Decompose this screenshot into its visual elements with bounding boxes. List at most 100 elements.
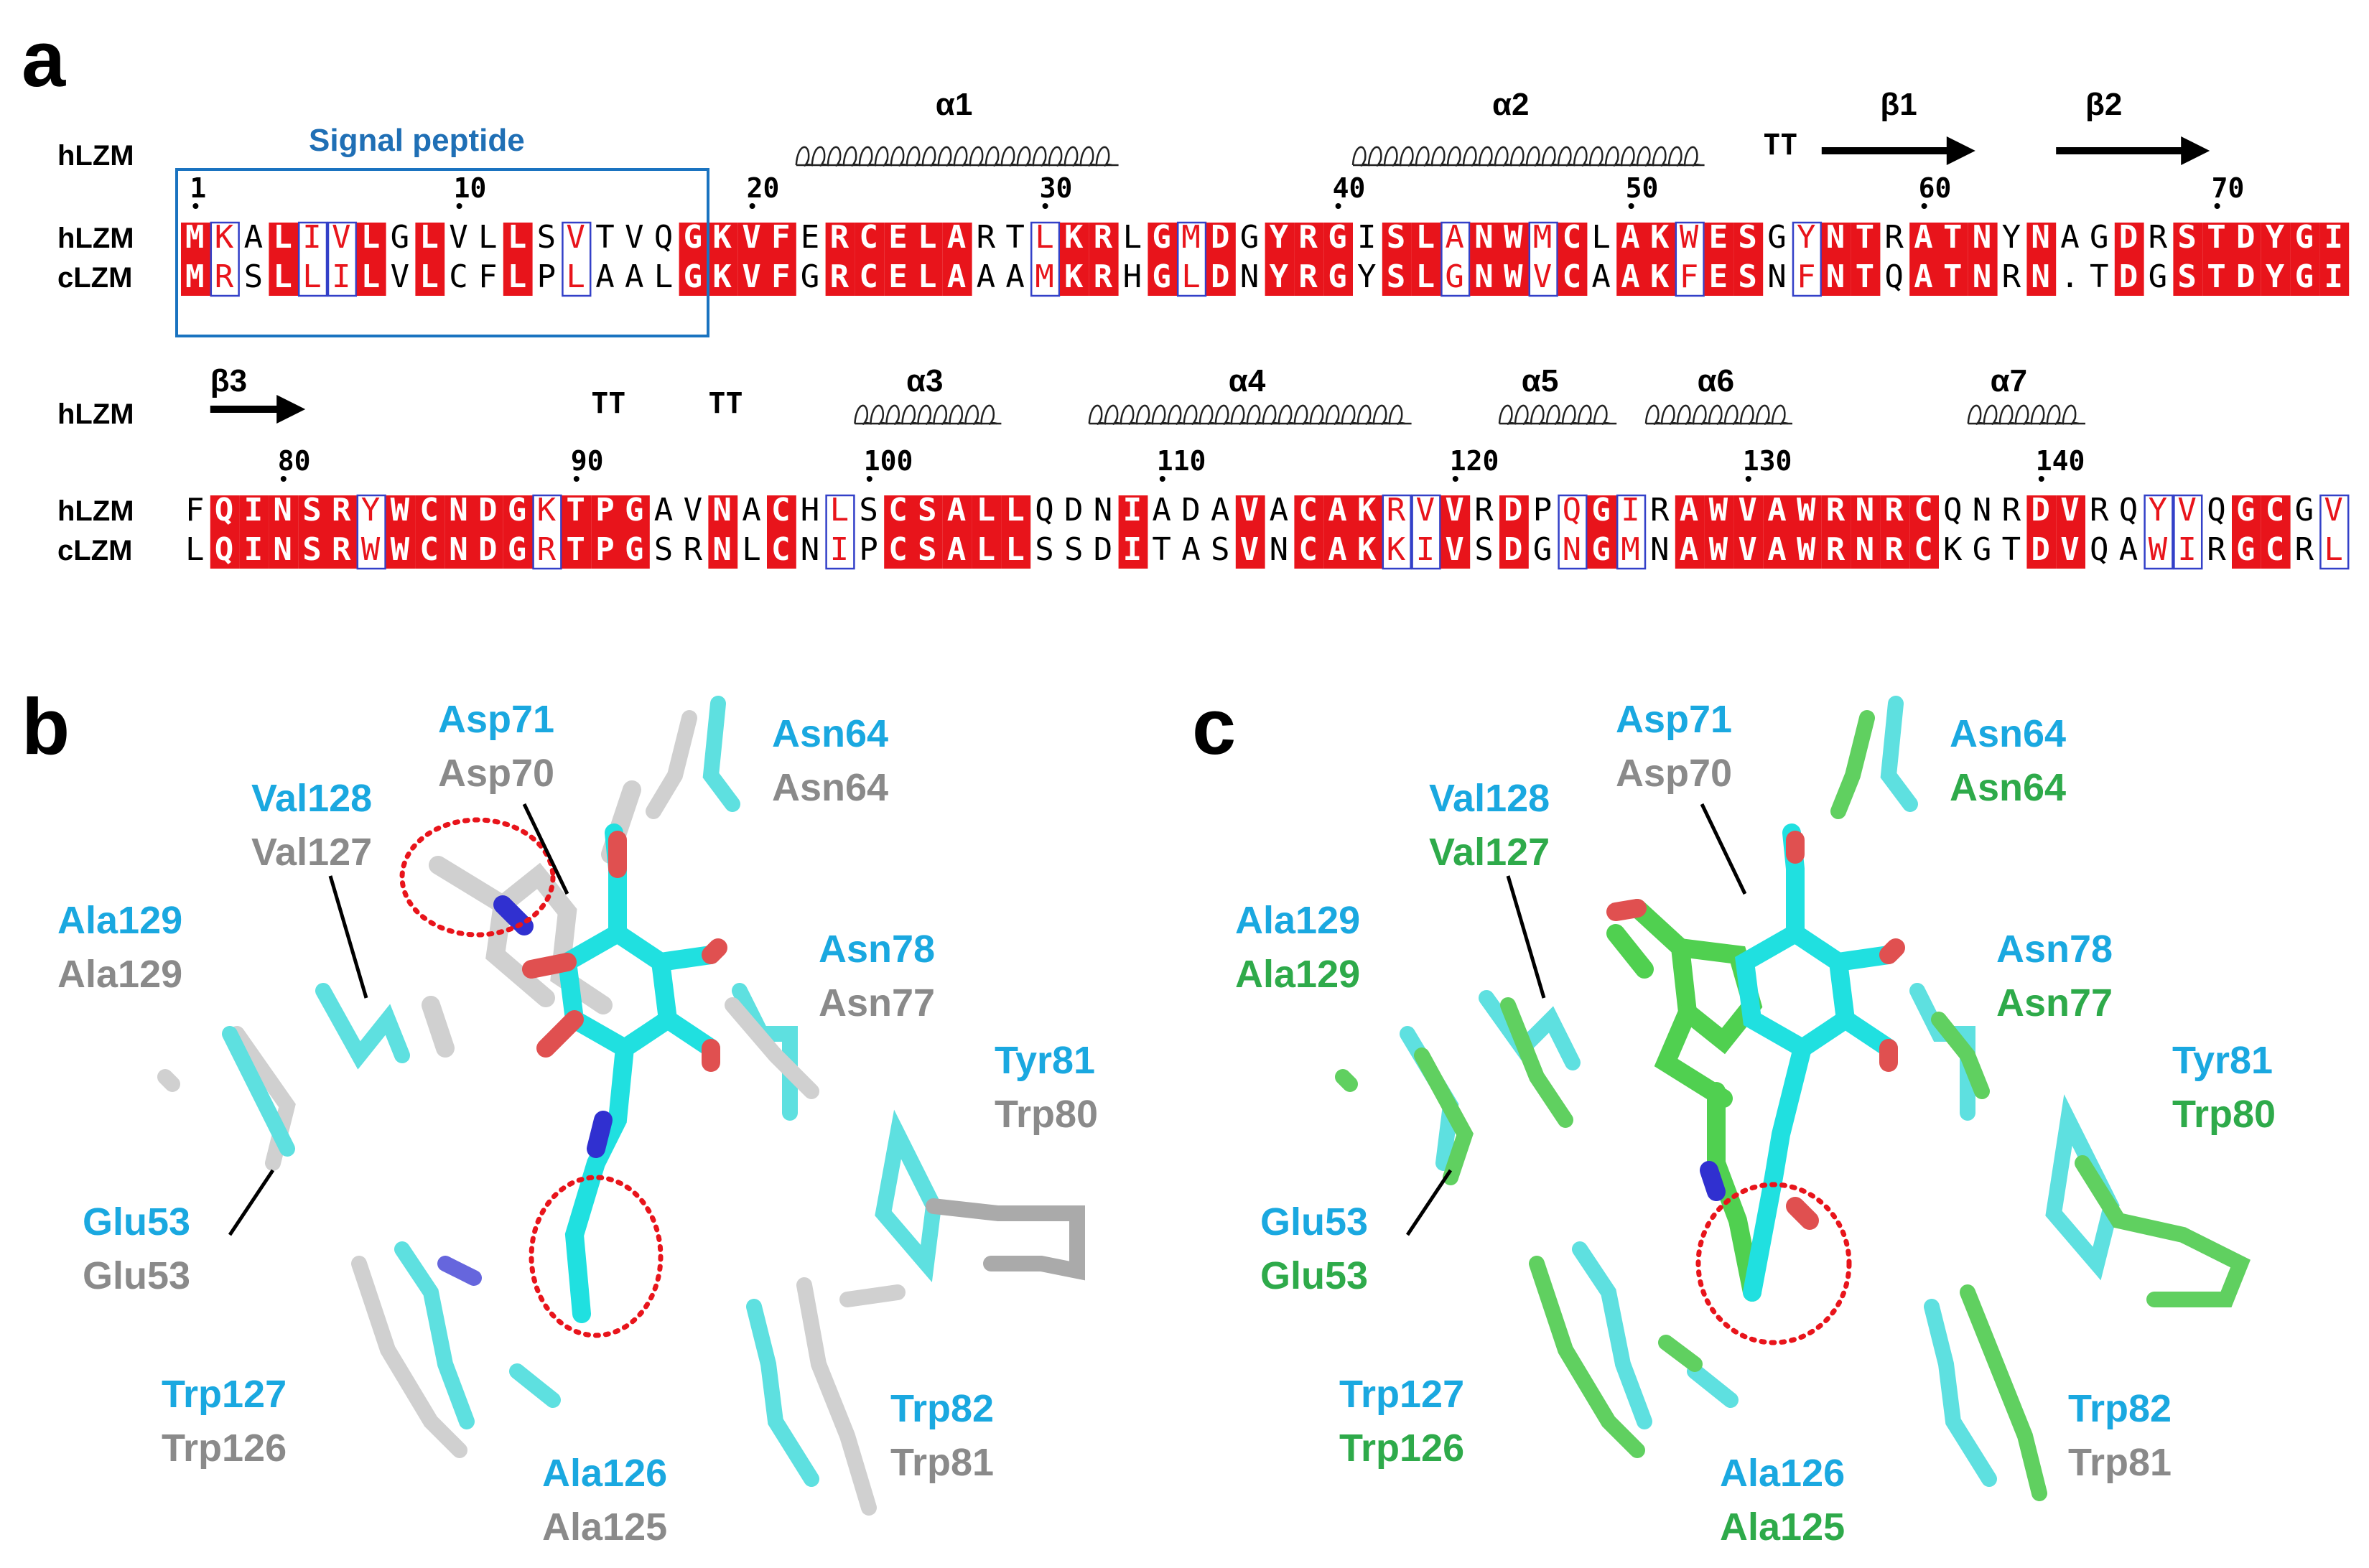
residue: T (1005, 219, 1025, 256)
residue: C (888, 531, 908, 568)
identity-cell (1909, 495, 1939, 569)
residue: I (302, 219, 322, 256)
helix-glyph (1498, 404, 1611, 425)
helix-glyph (1644, 404, 1789, 425)
residue: G (684, 219, 703, 256)
residue: L (742, 531, 761, 568)
residue: W (2149, 531, 2168, 568)
strand-label: β2 (2085, 87, 2122, 122)
similarity-cell (1176, 221, 1207, 297)
identity-cell (1616, 223, 1646, 296)
position-dot (1159, 476, 1165, 482)
residue: V (2324, 492, 2343, 528)
strand-arrow-head (2181, 136, 2210, 165)
residue: L (830, 492, 850, 528)
identity-cell (210, 495, 240, 569)
similarity-cell (2319, 494, 2350, 570)
residue: L (918, 258, 937, 295)
residue: K (1650, 219, 1670, 256)
residue: D (2031, 492, 2050, 528)
residue: K (712, 258, 732, 295)
identity-cell (1323, 495, 1353, 569)
residue: C (419, 492, 439, 528)
identity-cell (1411, 223, 1441, 296)
leader-line-val-c (1506, 875, 1546, 999)
residue: Y (1797, 219, 1816, 256)
residue: E (1709, 219, 1728, 256)
residue: V (449, 219, 468, 256)
similarity-cell (327, 221, 358, 297)
similarity-cell (297, 221, 328, 297)
identity-cell (327, 495, 357, 569)
residue: C (771, 531, 791, 568)
residue: N (801, 531, 820, 568)
residue: E (1709, 258, 1728, 295)
residue: A (1152, 492, 1171, 528)
residue: V (332, 219, 351, 256)
helix-label: α5 (1522, 363, 1559, 398)
highlight-circle-bottom-b (529, 1175, 664, 1338)
residue: S (654, 531, 674, 568)
residue: M (185, 219, 205, 256)
identity-cell (1294, 495, 1324, 569)
residue: L (2324, 531, 2343, 568)
residue: H (801, 492, 820, 528)
residue: P (595, 531, 615, 568)
residue: S (1387, 219, 1406, 256)
residue: F (771, 219, 791, 256)
residue: C (859, 258, 878, 295)
identity-cell (942, 223, 972, 296)
position-dot (2214, 203, 2220, 209)
residue-label-asn78-bottom: Asn77 (819, 981, 935, 1025)
residue: N (1856, 492, 1875, 528)
residue: A (654, 492, 674, 528)
identity-cell (1323, 223, 1353, 296)
residue: A (1767, 531, 1787, 568)
residue: D (1504, 492, 1523, 528)
ss-row-name: hLZM (57, 398, 134, 430)
residue: F (478, 258, 498, 295)
identity-cell (1704, 223, 1734, 296)
residue: Q (215, 531, 234, 568)
residue: I (1416, 531, 1435, 568)
residue-label-tyr-top: Tyr81 (995, 1039, 1095, 1082)
residue-label-ala126-top: Ala126 (1720, 1452, 1845, 1495)
similarity-cell (1558, 494, 1588, 570)
residue-label-asn78-top: Asn78 (819, 928, 935, 971)
identity-cell (1558, 223, 1588, 296)
panel-c-structure (1335, 696, 2251, 1501)
residue: C (1298, 492, 1318, 528)
residue: E (888, 219, 908, 256)
residue: L (1005, 531, 1025, 568)
residue: T (566, 531, 585, 568)
similarity-cell (1030, 221, 1061, 297)
identity-cell (2056, 495, 2085, 569)
identity-cell (2026, 223, 2057, 296)
residue: V (684, 492, 703, 528)
turn-label: TT (1763, 129, 1797, 162)
identity-cell (503, 495, 533, 569)
residue: C (449, 258, 468, 295)
residue: I (2177, 531, 2197, 568)
residue: G (508, 531, 527, 568)
identity-cell (415, 223, 445, 296)
residue: R (215, 258, 234, 295)
position-number: 120 (1450, 445, 1499, 477)
residue: S (1474, 531, 1494, 568)
residue-label-glu-bottom: Glu53 (1260, 1254, 1368, 1297)
residue: R (1298, 258, 1318, 295)
highlight-circle-top-b (399, 817, 556, 938)
residue: Y (2266, 219, 2285, 256)
residue: G (1533, 531, 1553, 568)
residue: A (1591, 258, 1611, 295)
identity-cell (1587, 495, 1617, 569)
strand-arrow-head (1946, 136, 1975, 165)
position-dot (1042, 203, 1048, 209)
panel-c-labels: Asp71Asp70Asn64Asn64Val128Val127Ala129Al… (1235, 698, 2276, 1549)
identity-cell (1089, 223, 1119, 296)
residue: C (1298, 531, 1318, 568)
residue: R (1826, 492, 1846, 528)
residue: Y (2002, 219, 2021, 256)
similarity-cell (210, 221, 240, 297)
identity-cell (1821, 495, 1851, 569)
